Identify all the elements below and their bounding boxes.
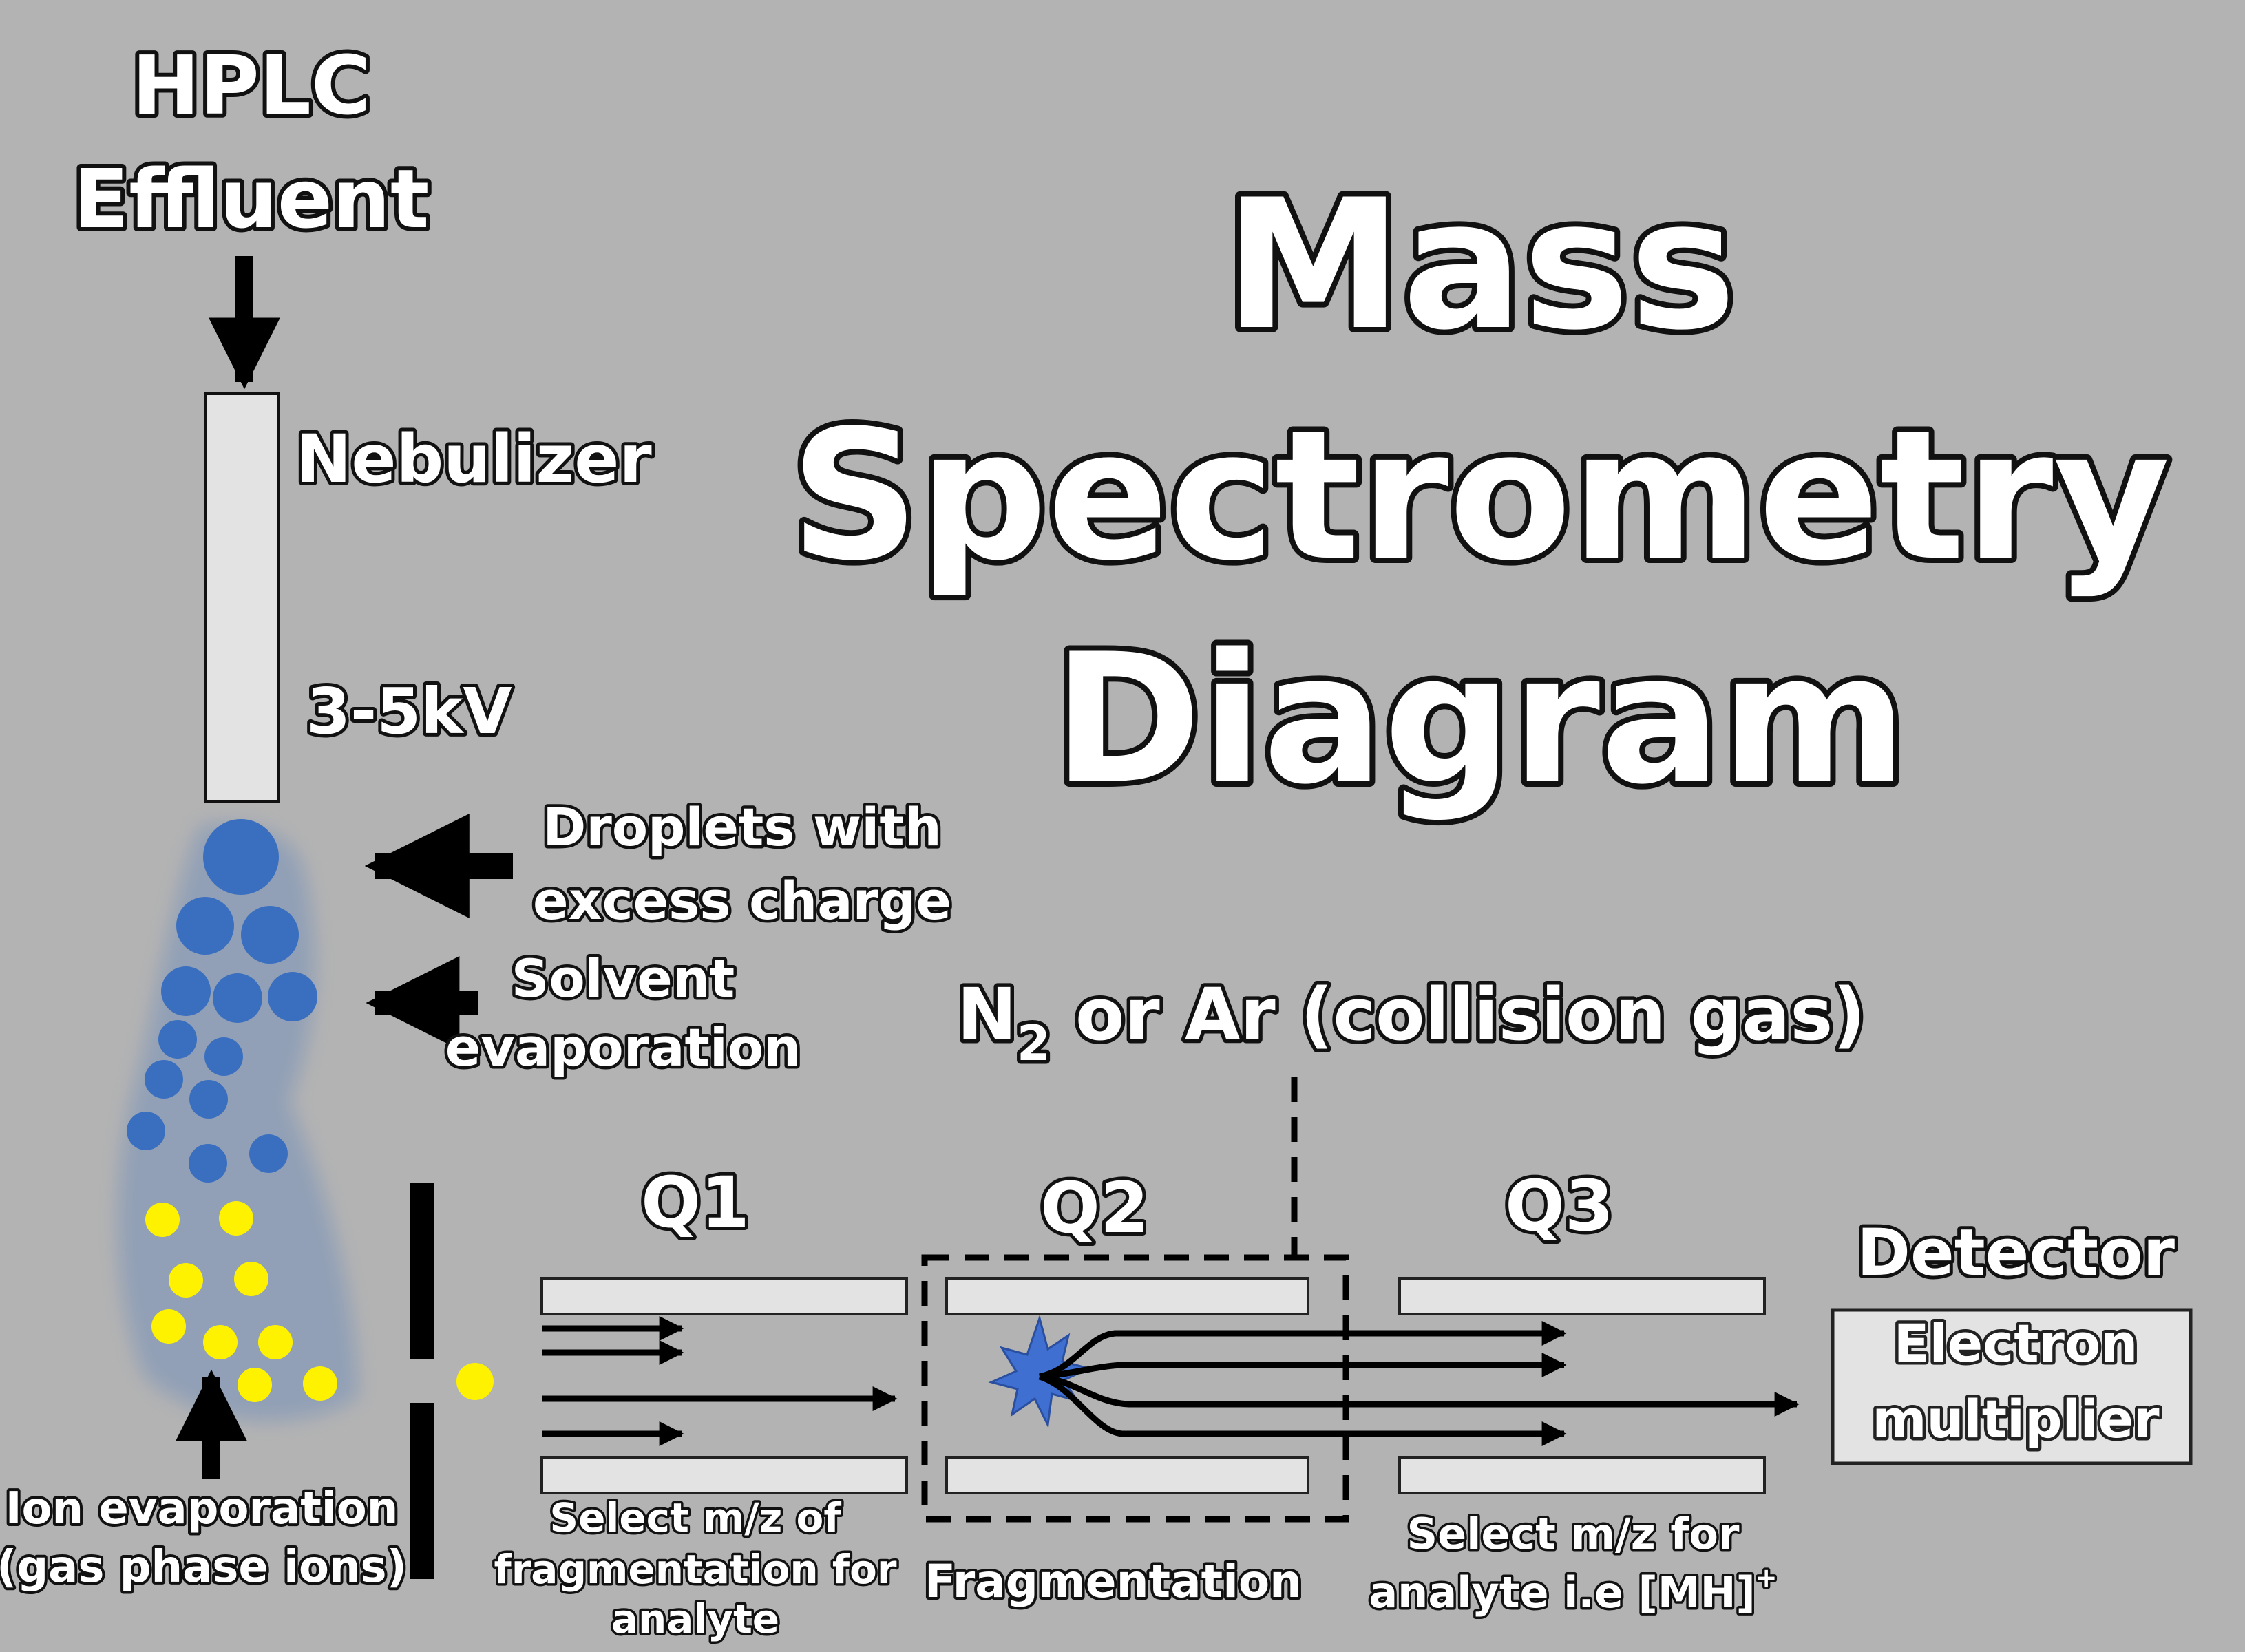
ion xyxy=(258,1325,293,1359)
ion xyxy=(303,1366,337,1401)
ion xyxy=(169,1263,203,1298)
ion xyxy=(219,1201,253,1236)
title-line-mass: Mass xyxy=(1224,162,1736,370)
ion xyxy=(234,1262,268,1296)
q2-rod-top xyxy=(945,1277,1309,1315)
q1-caption-line3: analyte xyxy=(611,1596,779,1642)
voltage-label: 3-5kV xyxy=(306,675,512,748)
fragmentation-burst xyxy=(988,1314,1093,1429)
analyte-path-to-detector xyxy=(1039,1373,1800,1417)
fragment-path xyxy=(1038,1373,1567,1446)
nebulizer-label: Nebulizer xyxy=(296,421,652,498)
q2-caption: Fragmentation xyxy=(925,1555,1302,1608)
q1-rod-top xyxy=(540,1277,908,1315)
droplet xyxy=(176,897,234,955)
electron-multiplier-line1: Electron xyxy=(1894,1313,2138,1374)
droplet xyxy=(189,1080,228,1119)
ion xyxy=(145,1203,180,1237)
droplet xyxy=(204,1037,243,1076)
hplc-label: HPLC xyxy=(131,38,370,133)
diagram-title: Mass Spectrometry Diagram xyxy=(785,156,2175,829)
q1-label: Q1 xyxy=(641,1162,750,1244)
hplc-effluent-label: HPLC Effluent xyxy=(70,34,434,251)
entrance-slit-upper xyxy=(410,1183,434,1359)
droplet xyxy=(161,966,211,1016)
droplet xyxy=(203,819,279,895)
q3-rod-top xyxy=(1398,1277,1766,1315)
fragment-path xyxy=(1038,1321,1567,1380)
q2-rod-bottom xyxy=(945,1456,1309,1494)
q3-caption-line2: analyte i.e [MH]+ xyxy=(1369,1563,1777,1618)
q1-caption-line1: Select m/z of xyxy=(549,1494,841,1541)
fragment-ion-paths xyxy=(1038,1321,1800,1446)
droplet xyxy=(145,1060,183,1099)
ion xyxy=(238,1368,272,1402)
solvent-label-line1: Solvent xyxy=(512,948,735,1009)
q1-caption-line2: fragmentation for xyxy=(494,1546,896,1593)
droplet xyxy=(249,1134,288,1173)
droplet xyxy=(158,1020,197,1059)
q1-rod-bottom xyxy=(540,1456,908,1494)
collision-gas-label: N2 or Ar (collision gas) xyxy=(957,973,1866,1072)
electron-multiplier-line2: multiplier xyxy=(1872,1388,2160,1450)
nebulizer-needle xyxy=(204,392,280,803)
q2-label: Q2 xyxy=(1040,1167,1149,1249)
droplets-label-line2: excess charge xyxy=(533,870,951,931)
collision-cell-box xyxy=(921,1254,1349,1523)
droplet xyxy=(268,972,317,1021)
detector-label: Detector xyxy=(1857,1216,2175,1291)
q3-rod-bottom xyxy=(1398,1456,1766,1494)
solvent-label-line2: evaporation xyxy=(445,1017,801,1078)
title-line-spectrometry: Spectrometry xyxy=(790,392,2170,600)
q3-caption-line1: Select m/z for xyxy=(1406,1509,1739,1559)
title-line-diagram: Diagram xyxy=(1053,616,1907,824)
droplet xyxy=(213,973,262,1023)
droplets-label-line1: Droplets with xyxy=(542,796,942,858)
entrance-slit-lower xyxy=(410,1403,434,1579)
charged-droplets xyxy=(127,819,317,1183)
ion-evaporation-line2: (gas phase ions) xyxy=(0,1542,407,1593)
q3-label: Q3 xyxy=(1505,1165,1614,1247)
ion xyxy=(203,1325,238,1359)
droplet xyxy=(189,1144,227,1183)
effluent-label: Effluent xyxy=(74,151,430,246)
gas-phase-ions xyxy=(145,1201,494,1402)
quadrupole-rods xyxy=(540,1277,1766,1494)
ion-through-slit xyxy=(456,1363,494,1400)
q1-ion-beams xyxy=(542,1316,898,1446)
fragment-path xyxy=(1039,1353,1567,1380)
ion-evaporation-line1: Ion evaporation xyxy=(6,1483,399,1534)
droplet xyxy=(241,906,299,964)
electron-multiplier-box xyxy=(1831,1308,2193,1465)
ion xyxy=(151,1309,186,1344)
droplet xyxy=(127,1112,165,1150)
